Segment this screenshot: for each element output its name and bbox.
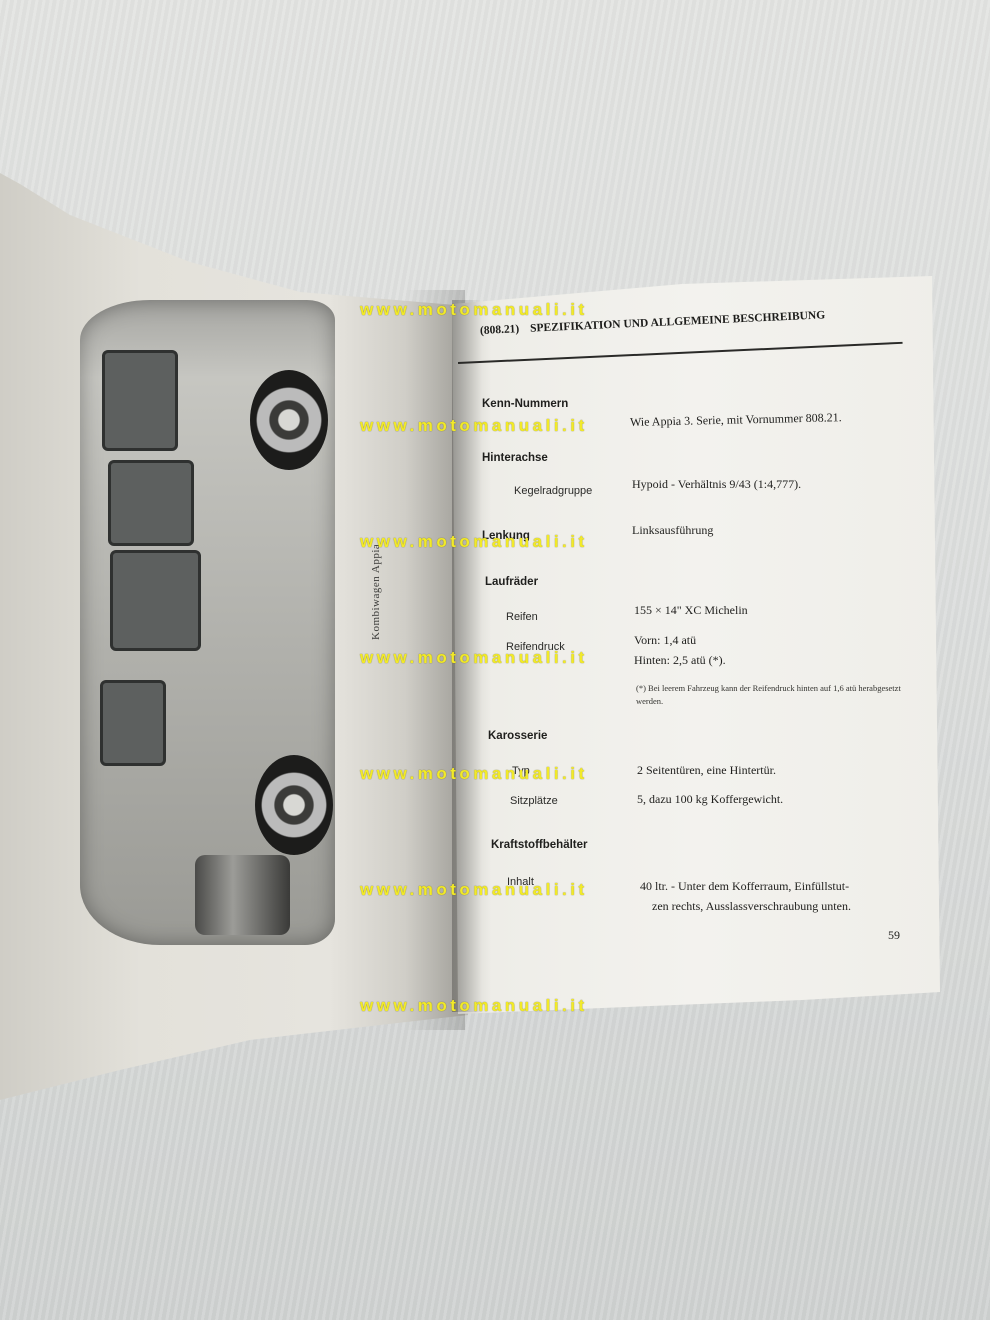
- spec-value-lenkung: Linksausführung: [632, 523, 714, 537]
- spec-value-inhalt-2: zen rechts, Ausslassverschraubung unten.: [652, 899, 851, 913]
- spec-label-typ: Typ: [512, 765, 530, 777]
- spec-value-druck-vorn: Vorn: 1,4 atü: [634, 633, 697, 647]
- spec-label-inhalt: Inhalt: [507, 876, 534, 888]
- car-side-window: [108, 460, 194, 546]
- watermark-text: www.motomanuali.it: [360, 416, 588, 435]
- gutter-shadow-right: [452, 300, 482, 1012]
- spec-label-reifen: Reifen: [506, 611, 538, 623]
- watermark-text: www.motomanuali.it: [360, 532, 588, 551]
- tyre-pressure-footnote: (*) Bei leerem Fahrzeug kann der Reifend…: [636, 683, 901, 706]
- section-heading-kenn: Kenn-Nummern: [482, 398, 569, 410]
- watermark-text: www.motomanuali.it: [360, 880, 588, 899]
- spec-value-inhalt-1: 40 ltr. - Unter dem Kofferraum, Einfülls…: [640, 879, 850, 893]
- watermark-text: www.motomanuali.it: [360, 648, 588, 667]
- car-rear-window: [102, 350, 178, 451]
- spec-label-reifendruck: Reifendruck: [506, 641, 565, 653]
- spec-value-sitzplaetze: 5, dazu 100 kg Koffergewicht.: [637, 792, 784, 806]
- spec-label-kegelrad: Kegelradgruppe: [514, 485, 593, 497]
- car-rear-wheel: [250, 370, 328, 470]
- section-heading-hinterachse: Hinterachse: [482, 452, 548, 464]
- car-front-bumper: [195, 855, 290, 935]
- header-code: (808.21): [479, 323, 520, 337]
- section-heading-karosserie: Karosserie: [488, 730, 548, 742]
- spec-value-kegelrad: Hypoid - Verhältnis 9/43 (1:4,777).: [632, 477, 802, 491]
- car-front-wheel: [255, 755, 333, 855]
- photo-caption: Kombiwagen Appia: [370, 543, 382, 640]
- spec-value-typ: 2 Seitentüren, eine Hintertür.: [637, 763, 776, 777]
- section-heading-lenkung: Lenkung: [482, 530, 530, 542]
- watermark-text: www.motomanuali.it: [360, 996, 588, 1015]
- car-photo: [80, 300, 335, 945]
- car-side-window: [110, 550, 201, 651]
- spec-value-druck-hinten: Hinten: 2,5 atü (*).: [634, 653, 726, 667]
- car-front-window: [100, 680, 166, 766]
- spec-value-reifen: 155 × 14" XC Michelin: [634, 603, 748, 617]
- spec-label-sitzplaetze: Sitzplätze: [510, 795, 558, 807]
- section-heading-kraftstoff: Kraftstoffbehälter: [491, 839, 588, 851]
- page-number: 59: [888, 928, 900, 942]
- section-heading-laufraeder: Laufräder: [485, 576, 539, 588]
- right-page: [452, 276, 940, 1014]
- watermark-text: www.motomanuali.it: [360, 764, 588, 783]
- watermark-text: www.motomanuali.it: [360, 300, 588, 319]
